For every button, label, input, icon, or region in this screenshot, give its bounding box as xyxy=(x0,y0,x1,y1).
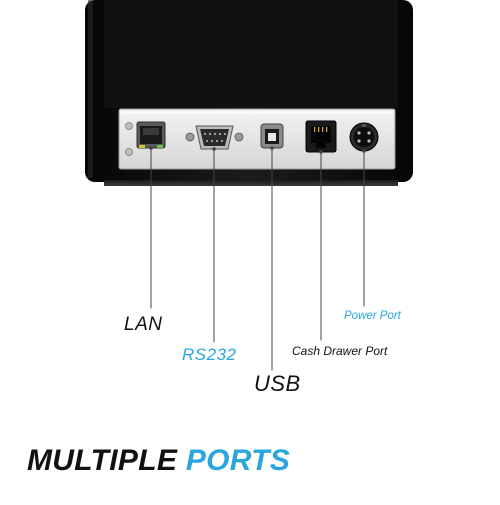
label-usb: USB xyxy=(254,371,301,396)
rs232-port-icon xyxy=(185,125,244,150)
banner-headline: MULTIPLE PORTS xyxy=(27,446,290,476)
cash-drawer-port-icon xyxy=(305,120,337,153)
banner-word-multiple: MULTIPLE xyxy=(27,444,178,477)
power-port-icon xyxy=(349,122,379,152)
label-cash-drawer-port: Cash Drawer Port xyxy=(292,344,388,358)
usb-port-icon xyxy=(260,123,284,149)
label-power-port: Power Port xyxy=(344,310,401,322)
lan-port-icon xyxy=(136,121,166,149)
screw-icon xyxy=(125,122,133,130)
screw-icon xyxy=(125,148,133,156)
label-rs232: RS232 xyxy=(182,345,237,364)
banner-word-ports: PORTS xyxy=(185,444,291,477)
label-lan: LAN xyxy=(124,314,163,335)
callout-lines xyxy=(149,146,366,371)
